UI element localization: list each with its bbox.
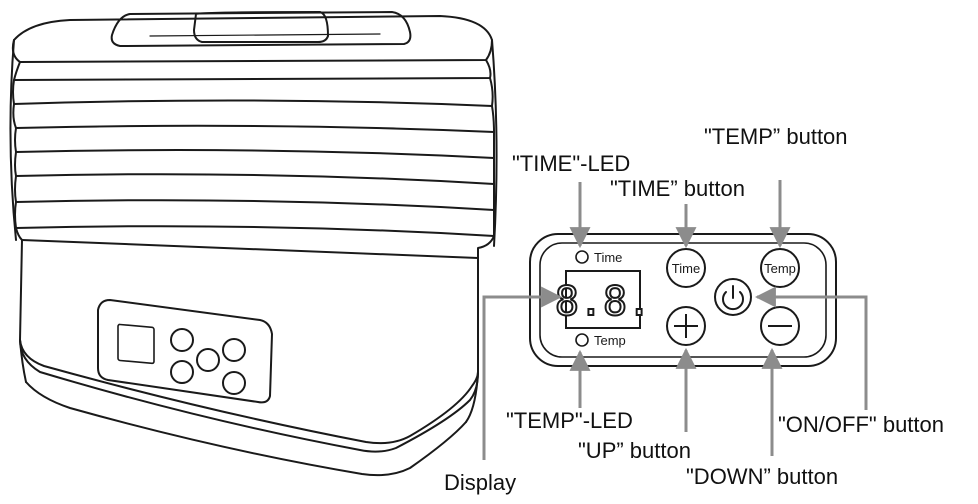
time-button-label: Time — [672, 261, 700, 276]
temp-button-callout: "TEMP” button — [704, 124, 848, 149]
time-button-callout: "TIME” button — [610, 176, 745, 201]
time-led-callout: "TIME"-LED — [512, 151, 631, 176]
time-led-label: Time — [594, 250, 622, 265]
temp-button[interactable]: Temp — [760, 248, 800, 288]
display-callout: Display — [444, 470, 517, 495]
temp-led-callout: "TEMP"-LED — [506, 408, 633, 433]
down-button-callout: "DOWN” button — [686, 464, 839, 489]
display — [565, 270, 641, 329]
display-value: 8.8. — [555, 279, 651, 325]
leader-lines — [482, 180, 868, 460]
on-off-button-callout: "ON/OFF" button — [778, 412, 944, 437]
on-off-button[interactable] — [714, 278, 752, 316]
temp-led-indicator — [575, 333, 589, 347]
control-panel: Time 8.8. Temp Time Temp — [529, 233, 837, 367]
base-control-panel — [97, 299, 273, 404]
temp-led-label: Temp — [594, 333, 626, 348]
leader-on-off — [754, 286, 868, 410]
tray-2 — [14, 127, 495, 159]
dehydrator-illustration — [9, 11, 498, 477]
up-button[interactable] — [666, 306, 706, 346]
tray-1 — [12, 77, 494, 107]
time-button[interactable]: Time — [666, 248, 706, 288]
up-button-callout: "UP” button — [578, 438, 691, 463]
tray-3 — [14, 175, 495, 211]
temp-button-label: Temp — [764, 261, 796, 276]
leader-display — [482, 286, 563, 460]
lid — [11, 15, 493, 63]
power-icon — [722, 285, 744, 311]
plus-icon — [674, 314, 698, 338]
lid-handle — [110, 11, 412, 47]
down-button[interactable] — [760, 306, 800, 346]
time-led-indicator — [575, 250, 589, 264]
